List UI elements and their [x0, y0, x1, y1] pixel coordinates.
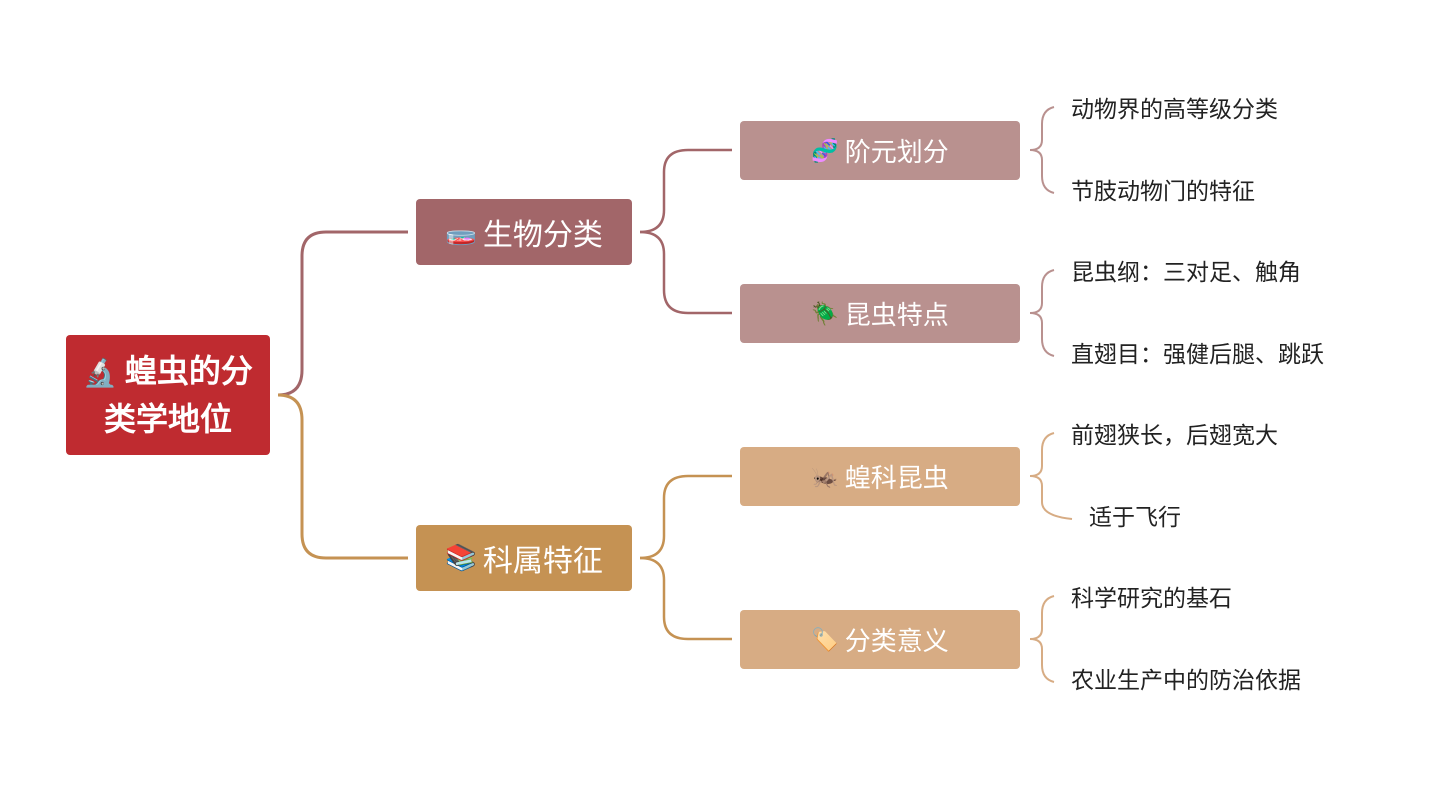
books-icon: 📚 — [445, 543, 477, 573]
brace-rank — [1029, 106, 1055, 194]
topic-label: 昆虫特点 — [844, 301, 949, 331]
root-title-line2: 类学地位 — [103, 400, 232, 438]
brace-locust — [1029, 432, 1073, 520]
leaf-item[interactable]: 科学研究的基石 — [1071, 586, 1232, 612]
connector-family-locust — [639, 474, 732, 560]
root-topic[interactable]: 🔬蝗虫的分 类学地位 — [66, 335, 270, 455]
brace-meaning — [1029, 595, 1055, 683]
branch-biological-classification[interactable]: 🧫生物分类 — [416, 199, 632, 265]
topic-label: 阶元划分 — [844, 138, 949, 168]
branch-family-features[interactable]: 📚科属特征 — [416, 525, 632, 591]
topic-insect-traits[interactable]: 🪲昆虫特点 — [740, 284, 1020, 343]
label-tag-icon: 🏷️ — [811, 626, 839, 653]
topic-label: 分类意义 — [844, 627, 949, 657]
topic-rank-division[interactable]: 🧬阶元划分 — [740, 121, 1020, 180]
leaf-item[interactable]: 农业生产中的防治依据 — [1071, 668, 1301, 694]
leaf-item[interactable]: 昆虫纲：三对足、触角 — [1071, 260, 1301, 286]
connector-root-family — [277, 393, 408, 560]
connector-family-meaning — [639, 556, 732, 641]
connector-bio-rank — [639, 148, 732, 234]
brace-insect — [1029, 269, 1055, 357]
petri-dish-icon: 🧫 — [445, 217, 477, 247]
leaf-item[interactable]: 适于飞行 — [1089, 505, 1181, 531]
beetle-icon: 🪲 — [811, 300, 839, 327]
microscope-icon: 🔬 — [83, 357, 117, 389]
leaf-item[interactable]: 动物界的高等级分类 — [1071, 97, 1278, 123]
root-title-line1: 蝗虫的分 — [124, 352, 253, 390]
connector-root-bio — [277, 230, 408, 397]
dna-icon: 🧬 — [811, 137, 839, 164]
branch-label: 科属特征 — [482, 544, 603, 579]
connector-bio-insect — [639, 230, 732, 315]
topic-locust-family[interactable]: 🦗蝗科昆虫 — [740, 447, 1020, 506]
leaf-item[interactable]: 前翅狭长，后翅宽大 — [1071, 423, 1278, 449]
cricket-icon: 🦗 — [811, 463, 839, 490]
leaf-item[interactable]: 直翅目：强健后腿、跳跃 — [1071, 342, 1324, 368]
leaf-item[interactable]: 节肢动物门的特征 — [1071, 179, 1255, 205]
branch-label: 生物分类 — [482, 218, 603, 253]
topic-classification-meaning[interactable]: 🏷️分类意义 — [740, 610, 1020, 669]
topic-label: 蝗科昆虫 — [844, 464, 949, 494]
